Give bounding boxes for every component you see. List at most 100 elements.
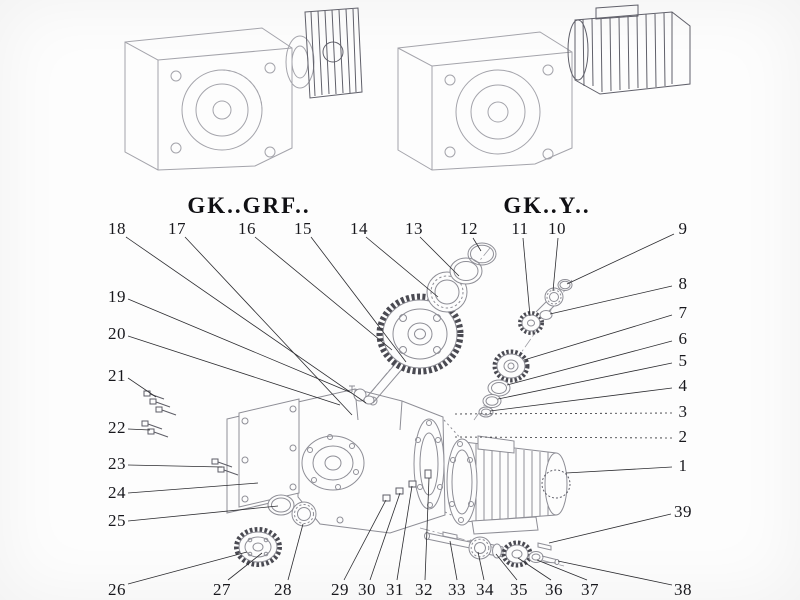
leader-line-32 [424, 477, 430, 581]
part-number-39: 39 [674, 502, 692, 521]
part-number-35: 35 [510, 580, 528, 599]
output-bearing [291, 501, 317, 527]
part-number-3: 3 [678, 402, 688, 421]
part-number-18: 18 [108, 219, 126, 238]
part-number-33: 33 [448, 580, 466, 599]
leader-line-26 [127, 551, 248, 585]
part-number-31: 31 [386, 580, 404, 599]
leader-line-38 [557, 560, 673, 586]
leader-line-37 [536, 559, 588, 581]
leader-line-8 [549, 285, 673, 315]
leader-line-21 [127, 377, 157, 398]
shaft-spacer [492, 543, 502, 559]
shaft-washer [528, 551, 544, 563]
shaft-key-39 [537, 542, 552, 551]
leader-line-33 [449, 540, 458, 581]
leader-line-5 [497, 362, 673, 400]
leader-line-31 [396, 485, 413, 581]
washer-5 [482, 394, 502, 408]
input-ring [557, 279, 573, 291]
input-bearing [544, 287, 564, 307]
large-gear [376, 293, 464, 375]
variant-label-y: GK..Y.. [503, 193, 591, 218]
leader-line-19 [127, 298, 353, 394]
part-number-34: 34 [476, 580, 494, 599]
part-number-25: 25 [108, 511, 126, 530]
washer-6 [487, 379, 511, 397]
part-number-28: 28 [274, 580, 292, 599]
leader-line-20 [127, 335, 341, 406]
part-number-21: 21 [108, 366, 126, 385]
shaft-key [442, 531, 458, 540]
output-shim-ring [267, 494, 295, 516]
motor-y-drawing [567, 4, 691, 95]
leader-line-18 [125, 236, 367, 404]
part-number-6: 6 [678, 329, 688, 348]
part-number-13: 13 [405, 219, 423, 238]
motor-terminal-box [477, 435, 515, 454]
leader-line-17 [184, 236, 353, 416]
leader-line-13 [419, 236, 460, 277]
cover-bolts [141, 390, 239, 476]
part-number-9: 9 [678, 219, 688, 238]
leader-line-7 [523, 314, 673, 361]
gearbox-grf-drawing [124, 27, 315, 171]
leader-line-23 [127, 464, 223, 468]
leader-line-30 [369, 492, 401, 581]
part-number-24: 24 [108, 483, 126, 502]
leader-line-10 [552, 237, 559, 292]
part-number-7: 7 [678, 303, 688, 322]
breather-plug [349, 385, 355, 392]
gearbox-y-drawing [397, 31, 573, 171]
motor [446, 435, 571, 535]
exploded-view [141, 242, 573, 568]
leader-line-25 [127, 505, 279, 522]
leader-line-35 [495, 553, 518, 581]
leader-line-2 [451, 436, 673, 439]
output-shaft-assembly [424, 531, 560, 568]
motor-feet [471, 516, 539, 535]
leader-line-4 [489, 387, 673, 412]
part-number-19: 19 [108, 287, 126, 306]
leader-line-11 [522, 237, 531, 317]
leader-line-1 [565, 466, 673, 474]
output-gear [234, 527, 282, 567]
part-number-2: 2 [678, 427, 688, 446]
retaining-ring-12 [467, 242, 497, 266]
leader-line-27 [227, 552, 263, 581]
leader-line-39 [548, 513, 672, 544]
part-number-20: 20 [108, 324, 126, 343]
variant-label-grf: GK..GRF.. [187, 193, 311, 218]
input-shim [539, 310, 553, 320]
leader-line-28 [287, 523, 304, 581]
leader-line-14 [365, 236, 439, 298]
shaft-bearing [468, 536, 492, 560]
part-number-17: 17 [168, 219, 186, 238]
cover-plate [238, 398, 300, 508]
leader-line-36 [517, 557, 552, 581]
leader-line-22 [127, 428, 151, 431]
leader-line-3 [451, 412, 673, 415]
part-number-8: 8 [678, 274, 688, 293]
part-number-16: 16 [238, 219, 256, 238]
leader-line-12 [472, 237, 482, 252]
part-number-1: 1 [678, 456, 688, 475]
part-number-12: 12 [460, 219, 478, 238]
part-number-5: 5 [678, 351, 688, 370]
part-number-26: 26 [108, 580, 126, 599]
leader-line-6 [506, 340, 673, 386]
gearbox-grf-fin-block [304, 7, 363, 99]
part-number-27: 27 [213, 580, 231, 599]
part-number-36: 36 [545, 580, 563, 599]
drain-plug [336, 516, 344, 524]
part-number-37: 37 [581, 580, 599, 599]
part-number-30: 30 [358, 580, 376, 599]
part-number-15: 15 [294, 219, 312, 238]
leader-line-9 [566, 233, 675, 285]
part-number-10: 10 [548, 219, 566, 238]
leader-line-16 [254, 236, 393, 351]
part-number-29: 29 [331, 580, 349, 599]
